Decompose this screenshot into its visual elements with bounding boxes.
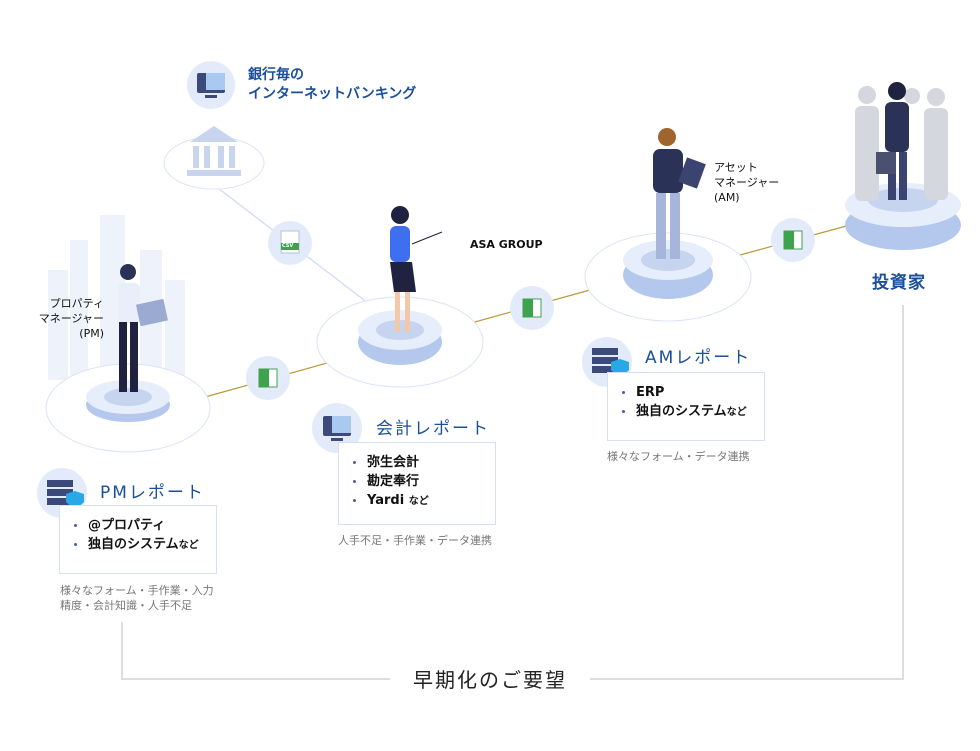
investor-label: 投資家 [872,273,926,293]
bank-title-line2: インターネットバンキング [248,86,417,102]
asa-person-icon [390,206,443,332]
city-skyline-icon [48,215,185,380]
pm-report-box: @プロパティ 独自のシステムなど [59,505,217,574]
accounting-report-title: 会計レポート [376,419,490,439]
am-platform [584,232,752,322]
am-report-box: ERP 独自のシステムなど [607,372,765,441]
pm-report-title: PMレポート [100,483,205,503]
pm-platform [45,363,211,453]
excel-icon [522,298,542,318]
pm-label: プロパティマネージャー(PM) [38,297,104,340]
computer-icon [197,73,225,98]
investor-group-icon [855,82,948,201]
am-label: アセットマネージャー(AM) [714,161,780,204]
list-item: 独自のシステムなど [74,535,216,555]
bank-title: 銀行毎のインターネットバンキング [248,66,416,104]
am-report-title: AMレポート [645,348,752,368]
bank-platform [163,136,265,190]
excel-icon [258,368,278,388]
pm-report-caption: 様々なフォーム・手作業・入力精度・会計知識・人手不足 [60,584,214,612]
computer-icon [323,416,351,441]
am-person-icon [653,128,706,259]
list-item: @プロパティ [74,516,216,535]
list-item: 弥生会計 [353,453,495,472]
am-report-caption: 様々なフォーム・データ連携 [607,450,750,463]
request-bracket [121,305,904,680]
csv-file-icon [280,230,300,254]
list-item: 勘定奉行 [353,472,495,491]
accounting-report-box: 弥生会計 勘定奉行 Yardi など [338,442,496,525]
accounting-report-caption: 人手不足・手作業・データ連携 [338,534,492,547]
excel-icon [783,230,803,250]
bank-building-icon [187,126,241,176]
list-item: ERP [622,383,764,402]
server-shield-icon [592,348,629,375]
bank-title-line1: 銀行毎の [248,67,304,83]
early-request-label: 早期化のご要望 [390,665,590,695]
pm-person-icon [118,264,168,392]
list-item: Yardi など [353,491,495,511]
csv-label: CSV [282,243,294,249]
list-item: 独自のシステムなど [622,402,764,422]
server-shield-icon [47,480,84,507]
asa-label: ASA GROUP [470,238,543,251]
